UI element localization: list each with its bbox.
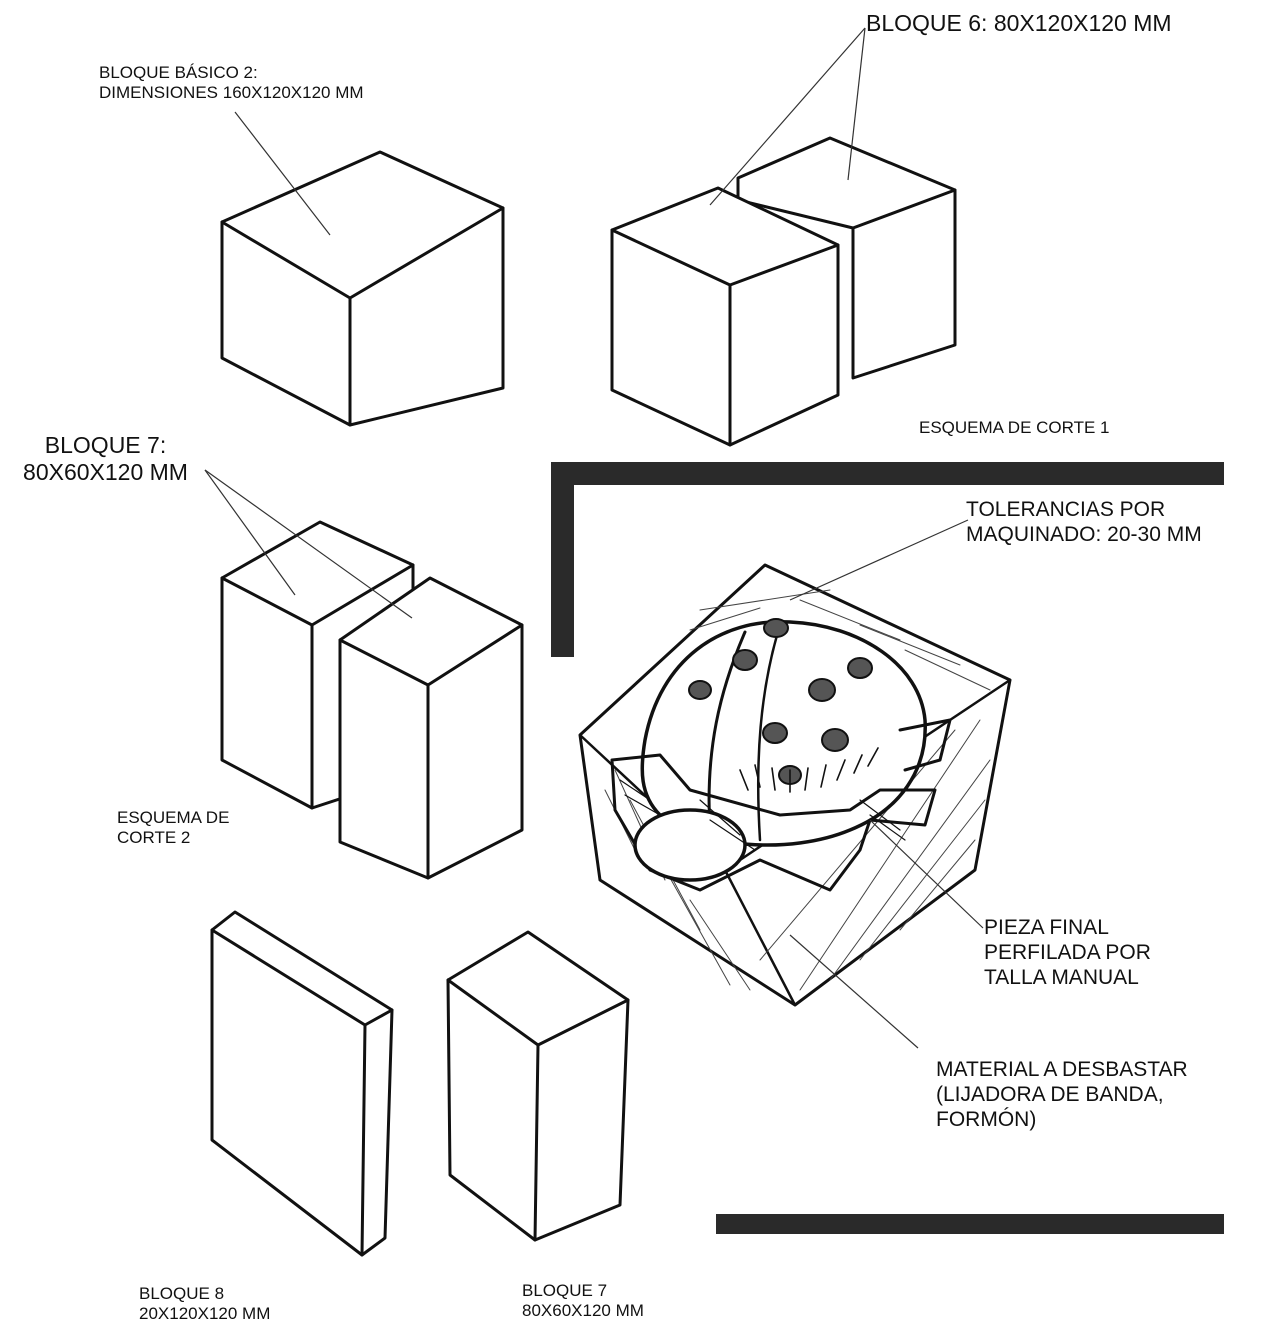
label-esquema-corte-1: ESQUEMA DE CORTE 1 [919,418,1110,438]
label-pieza-final: PIEZA FINAL PERFILADA POR TALLA MANUAL [984,916,1151,990]
label-bloque-basico-2: BLOQUE BÁSICO 2: DIMENSIONES 160X120X120… [99,63,364,103]
label-esquema-corte-2: ESQUEMA DE CORTE 2 [117,808,229,848]
label-tolerancias: TOLERANCIAS POR MAQUINADO: 20-30 MM [966,498,1202,548]
block-6-front [612,188,838,445]
block-8 [212,912,392,1255]
label-bloque-8: BLOQUE 8 20X120X120 MM [139,1284,270,1324]
block-7-bottom [448,932,628,1240]
block-7-top-front [340,578,522,878]
block-basic-2 [222,152,503,425]
label-bloque-6: BLOQUE 6: 80X120X120 MM [866,10,1172,37]
label-bloque-7-bottom: BLOQUE 7 80X60X120 MM [522,1281,644,1321]
label-material-desbastar: MATERIAL A DESBASTAR (LIJADORA DE BANDA,… [936,1058,1188,1132]
label-bloque-7-top: BLOQUE 7: 80X60X120 MM [8,432,203,486]
